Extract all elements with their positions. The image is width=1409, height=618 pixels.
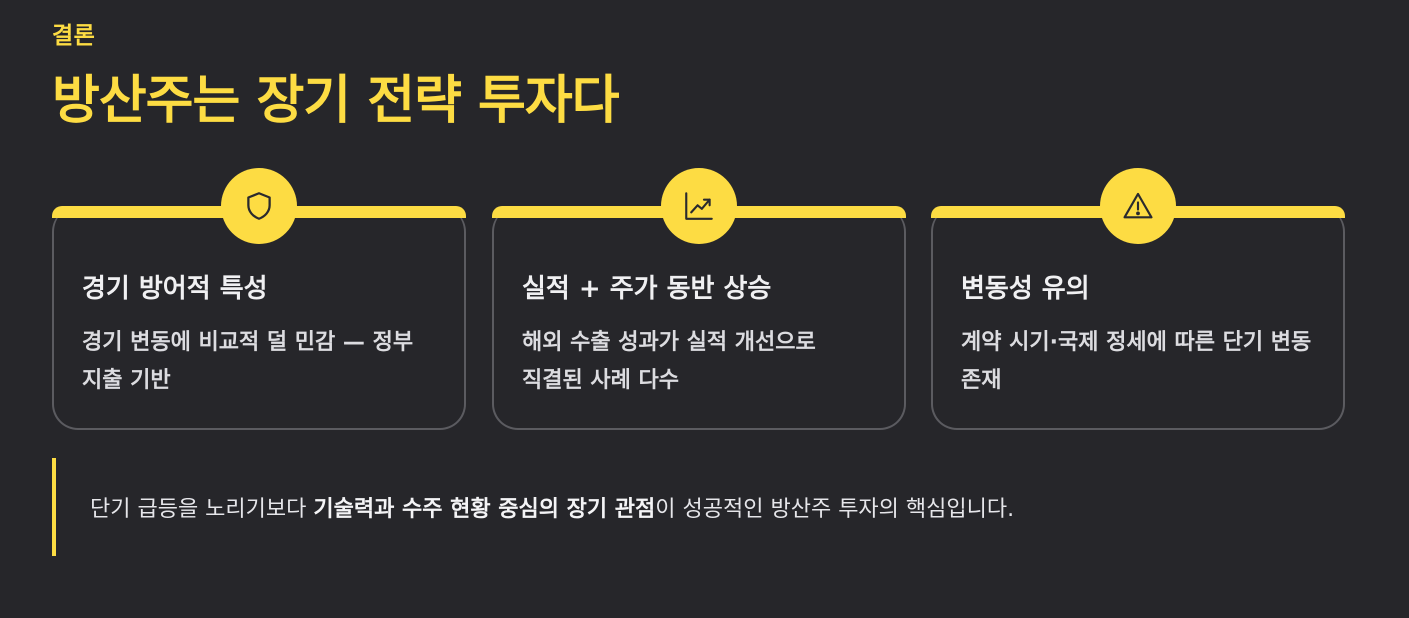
card-title: 경기 방어적 특성 — [82, 274, 268, 304]
card-growth: 실적 + 주가 동반 상승 해외 수출 성과가 실적 개선으로 직결된 사례 다… — [492, 168, 906, 430]
card-description: 해외 수출 성과가 실적 개선으로 직결된 사례 다수 — [522, 330, 816, 393]
card-title: 실적 + 주가 동반 상승 — [522, 274, 772, 304]
conclusion-accent-bar — [52, 458, 56, 556]
card-defensive: 경기 방어적 특성 경기 변동에 비교적 덜 민감 — 정부 지출 기반 — [52, 168, 466, 430]
card-description: 경기 변동에 비교적 덜 민감 — 정부 지출 기반 — [82, 330, 414, 393]
trending-up-chart-icon — [661, 168, 737, 244]
card-title: 변동성 유의 — [961, 274, 1090, 304]
eyebrow-label: 결론 — [52, 23, 96, 49]
conclusion-suffix: 이 성공적인 방산주 투자의 핵심입니다. — [655, 497, 1015, 522]
conclusion-prefix: 단기 급등을 노리기보다 — [90, 497, 314, 522]
warning-triangle-icon — [1100, 168, 1176, 244]
shield-icon — [221, 168, 297, 244]
page-title: 방산주는 장기 전략 투자다 — [52, 71, 620, 131]
conclusion-emphasis: 기술력과 수주 현황 중심의 장기 관점 — [313, 497, 656, 522]
card-description: 계약 시기·국제 정세에 따른 단기 변동 존재 — [961, 330, 1312, 393]
card-volatility: 변동성 유의 계약 시기·국제 정세에 따른 단기 변동 존재 — [931, 168, 1345, 430]
conclusion-statement: 단기 급등을 노리기보다 기술력과 수주 현황 중심의 장기 관점이 성공적인 … — [90, 491, 1014, 523]
